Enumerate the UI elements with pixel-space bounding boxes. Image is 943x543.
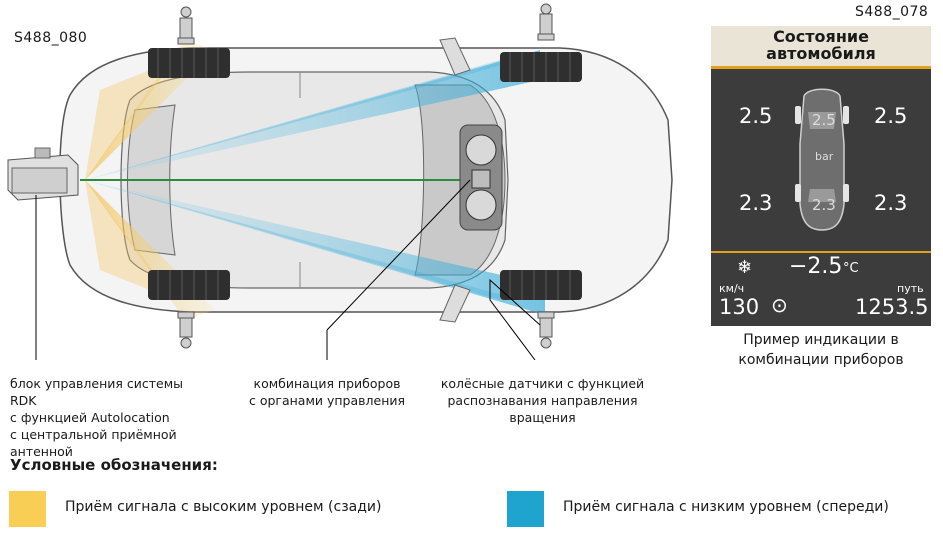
mini-car-icon bbox=[795, 88, 849, 231]
instrument-cluster bbox=[459, 124, 503, 231]
trip-value: 1253.5 bbox=[855, 295, 929, 319]
dashboard-bottom: ❄ −2.5 °C км/ч 130 ⊙ путь 1253.5 bbox=[711, 251, 931, 326]
wheel-sensor-front-left bbox=[537, 3, 555, 41]
legend-swatch-high bbox=[9, 491, 46, 527]
rdk-control-unit bbox=[7, 147, 79, 201]
callout-rdk-line2: с функцией Autolocation bbox=[10, 410, 170, 425]
pressure-rear-right: 2.3 bbox=[874, 191, 908, 215]
wheel-sensor-rear-left bbox=[177, 6, 195, 45]
speedometer-icon: ⊙ bbox=[771, 293, 788, 317]
snowflake-icon: ❄ bbox=[737, 257, 753, 278]
wheel-rear-right bbox=[148, 270, 230, 300]
callout-rdk-line1: блок управления системы RDK bbox=[10, 376, 184, 408]
callout-cluster-line1: комбинация приборов bbox=[253, 376, 401, 391]
leader-cluster bbox=[326, 179, 471, 331]
callout-cluster-line2: с органами управления bbox=[248, 393, 406, 408]
pressure-center-front: 2.5 bbox=[812, 111, 836, 129]
leader-sensor bbox=[489, 278, 541, 360]
legend-label-low: Приём сигнала с низким уровнем (спереди) bbox=[563, 499, 889, 515]
pressure-front-left: 2.5 bbox=[739, 104, 773, 128]
legend-swatch-low bbox=[507, 491, 544, 527]
pressure-center-rear: 2.3 bbox=[812, 196, 836, 214]
temperature-unit: °C bbox=[843, 261, 859, 276]
wheel-sensor-rear-right bbox=[177, 311, 195, 349]
wheel-rear-left bbox=[148, 48, 230, 78]
callout-rdk-line3: с центральной приёмной bbox=[10, 427, 177, 442]
wheel-front-left bbox=[500, 52, 582, 82]
pressure-unit: bar bbox=[815, 150, 834, 163]
callout-cluster: комбинация приборов с органами управлени… bbox=[232, 375, 422, 409]
figure-code-right: S488_078 bbox=[855, 4, 929, 20]
wheel-front-right bbox=[500, 270, 582, 300]
callout-rdk-line4: антенной bbox=[10, 444, 73, 459]
car-diagram bbox=[7, 3, 673, 360]
figure-code-left: S488_080 bbox=[14, 30, 88, 46]
speed-label: км/ч bbox=[719, 282, 745, 295]
trip-label: путь bbox=[897, 282, 924, 295]
legend-label-high: Приём сигнала с высоким уровнем (сзади) bbox=[65, 499, 382, 515]
callout-rdk: блок управления системы RDK с функцией A… bbox=[10, 375, 210, 460]
callout-sensor-line1: колёсные датчики с функцией bbox=[440, 376, 645, 391]
low-signal-beam-front-left bbox=[85, 50, 540, 180]
callout-sensor: колёсные датчики с функцией распознавани… bbox=[430, 375, 655, 426]
legend-title: Условные обозначения: bbox=[10, 456, 218, 474]
dashboard-display: Состояние автомобиля 2.5 2.5 2.3 2.3 2.5… bbox=[711, 26, 931, 326]
low-signal-beam-front-right bbox=[85, 180, 545, 315]
pressure-front-right: 2.5 bbox=[874, 104, 908, 128]
pressure-rear-left: 2.3 bbox=[739, 191, 773, 215]
callout-sensor-line2: распознавания направления bbox=[447, 393, 638, 408]
speed-value: 130 bbox=[719, 295, 760, 319]
dashboard-caption: Пример индикации в комбинации приборов bbox=[738, 332, 904, 368]
wheel-sensor-front-right bbox=[537, 311, 555, 349]
outside-temperature: −2.5 bbox=[789, 254, 843, 279]
callout-sensor-line3: вращения bbox=[509, 410, 576, 425]
dashboard-title: Состояние автомобиля bbox=[711, 26, 931, 66]
